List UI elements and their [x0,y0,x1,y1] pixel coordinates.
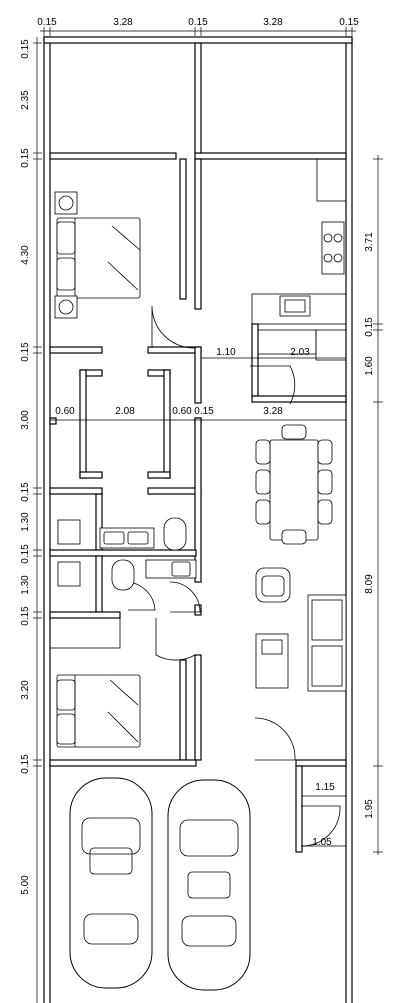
top-dim-2: 3.28 [113,17,133,28]
left-dim-1: 0.15 [20,39,31,59]
bathroom-fixtures [57,517,197,591]
left-dim-8: 1.30 [20,512,31,532]
garage-car-right [167,779,251,991]
right-dimension-labels: 3.71 0.15 1.60 8.09 1.95 [364,232,375,819]
living-room-furniture [255,567,347,692]
garage-car-left [69,777,153,989]
left-dim-7: 0.15 [20,482,31,502]
right-dim-5: 1.95 [364,799,375,819]
top-dimension-labels: 0.15 3.28 0.15 3.28 0.15 [37,17,359,28]
interior-dim-2: 2.03 [290,347,310,358]
left-dim-2: 2.35 [20,90,31,110]
interior-dim-9: 1.05 [312,837,332,848]
interior-dim-1: 1.10 [216,347,236,358]
top-dim-1: 0.15 [37,17,57,28]
interior-dim-7: 3.28 [263,406,283,417]
interior-dim-5: 0.60 [172,406,192,417]
right-dim-1: 3.71 [364,232,375,252]
left-dim-5: 0.15 [20,342,31,362]
interior-dim-8: 1.15 [315,782,335,793]
right-dim-2: 0.15 [364,317,375,337]
outer-walls [43,36,353,1003]
left-dim-12: 3.20 [20,680,31,700]
right-dim-4: 8.09 [364,574,375,594]
interior-dimension-labels: 1.10 2.03 0.60 2.08 0.60 0.15 3.28 1.15 … [55,347,335,848]
top-dim-5: 0.15 [339,17,359,28]
kitchen-furniture [279,221,345,317]
left-dim-11: 0.15 [20,606,31,626]
left-dim-4: 4.30 [20,245,31,265]
top-dim-3: 0.15 [188,17,208,28]
left-dim-10: 1.30 [20,575,31,595]
doors [127,305,341,847]
left-dim-6: 3.00 [20,410,31,430]
right-dim-3: 1.60 [364,356,375,376]
top-dim-4: 3.28 [263,17,283,28]
interior-walls [49,42,347,853]
interior-dim-6: 0.15 [194,406,214,417]
dining-set [255,424,333,545]
left-dim-9: 0.15 [20,544,31,564]
left-dim-14: 5.00 [20,875,31,895]
left-dimension-labels: 0.15 2.35 0.15 4.30 0.15 3.00 0.15 1.30 … [20,39,31,895]
left-dim-13: 0.15 [20,754,31,774]
left-dim-3: 0.15 [20,148,31,168]
dimension-lines [33,27,383,1003]
interior-dim-4: 2.08 [115,406,135,417]
interior-dim-3: 0.60 [55,406,75,417]
bedroom-2-furniture [56,674,141,748]
bedroom-1-furniture [54,191,141,319]
